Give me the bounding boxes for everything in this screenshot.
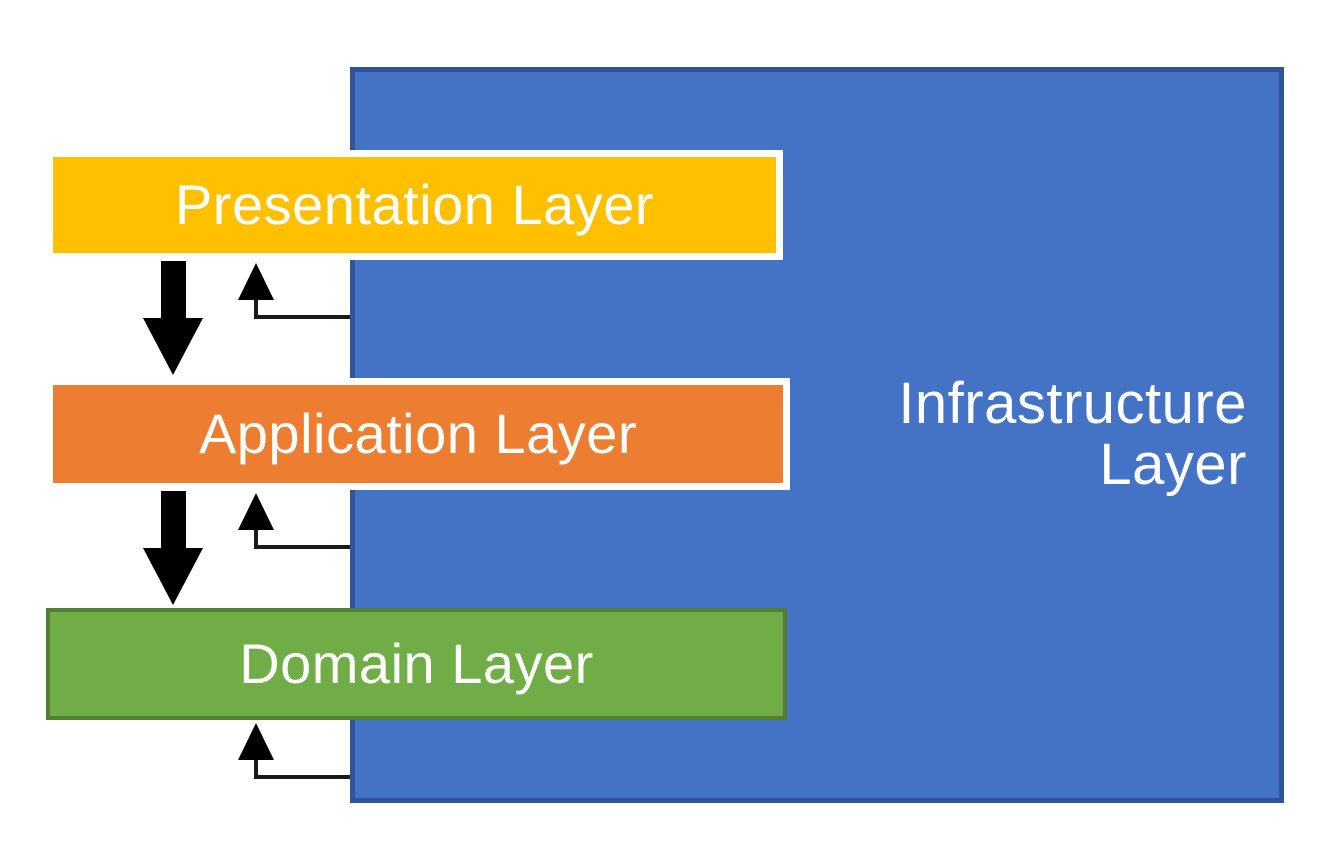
layer-label-infrastructure: Infrastructure Layer: [898, 371, 1247, 497]
arrow-infrastructure-to-application-icon: [238, 493, 350, 549]
layer-label-domain: Domain Layer: [239, 631, 594, 695]
arrow-infrastructure-to-domain-icon: [238, 723, 350, 779]
arrow-application-to-domain-icon: [143, 491, 203, 605]
arrow-presentation-to-application-icon: [143, 261, 203, 375]
layer-label-application: Application Layer: [198, 401, 638, 465]
layer-label-presentation: Presentation Layer: [174, 172, 655, 236]
arrow-infrastructure-to-presentation-icon: [238, 263, 350, 319]
layer-box-application[interactable]: Application Layer: [46, 378, 790, 490]
layer-box-domain[interactable]: Domain Layer: [46, 608, 787, 720]
layer-box-presentation[interactable]: Presentation Layer: [46, 150, 783, 260]
